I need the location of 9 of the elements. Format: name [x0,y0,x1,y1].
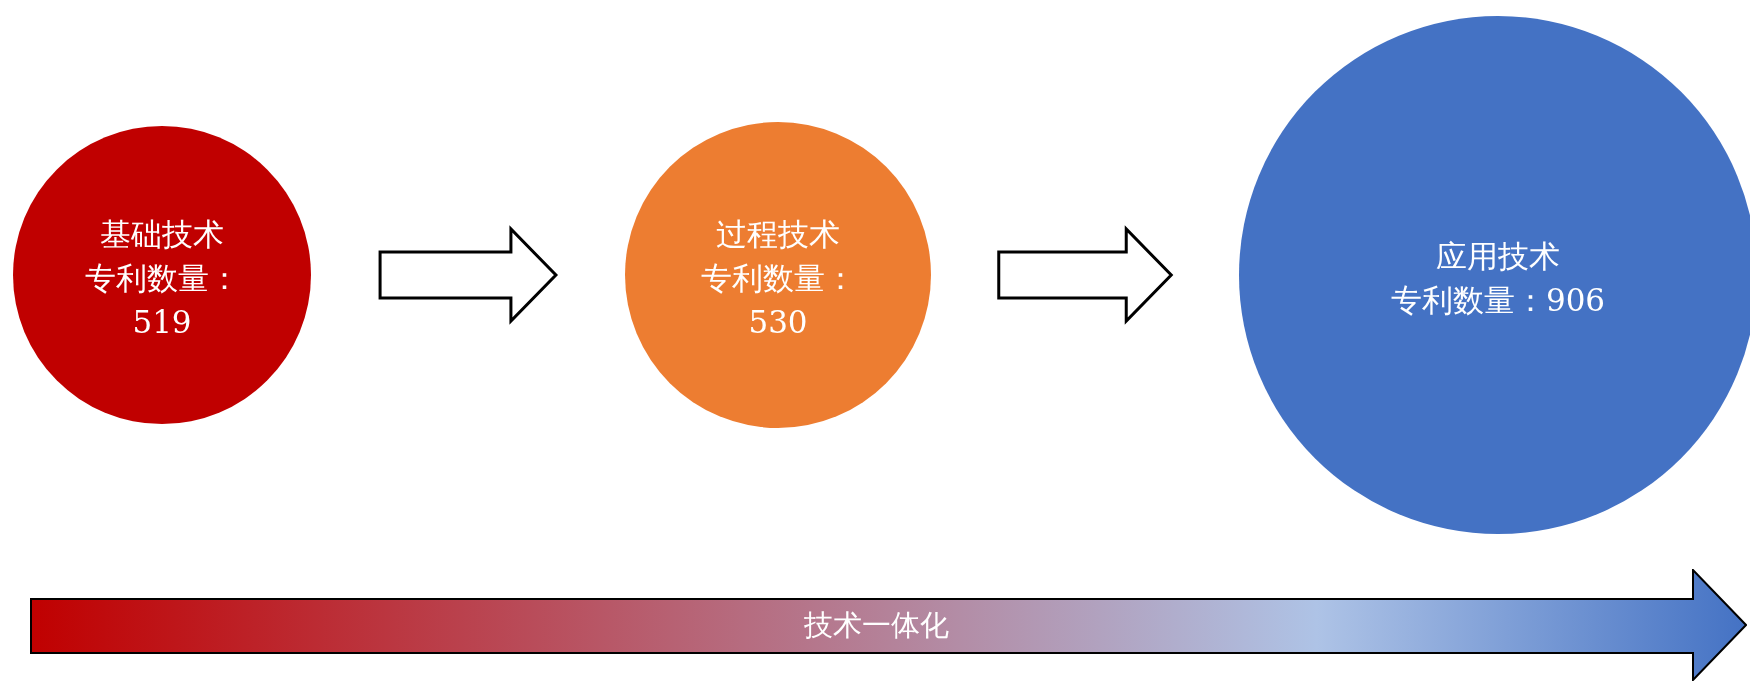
block-arrow [997,225,1174,325]
arrow-label: 技术一体化 [803,607,949,644]
circle-heading: 基础技术 [100,215,224,254]
block-arrow [378,225,558,325]
patent-count: 专利数量：530 [699,259,857,342]
patent-count: 专利数量：519 [83,259,241,342]
circle-heading: 应用技术 [1436,237,1560,276]
patent-count: 专利数量：906 [1389,281,1607,320]
circle-heading: 过程技术 [716,215,840,254]
